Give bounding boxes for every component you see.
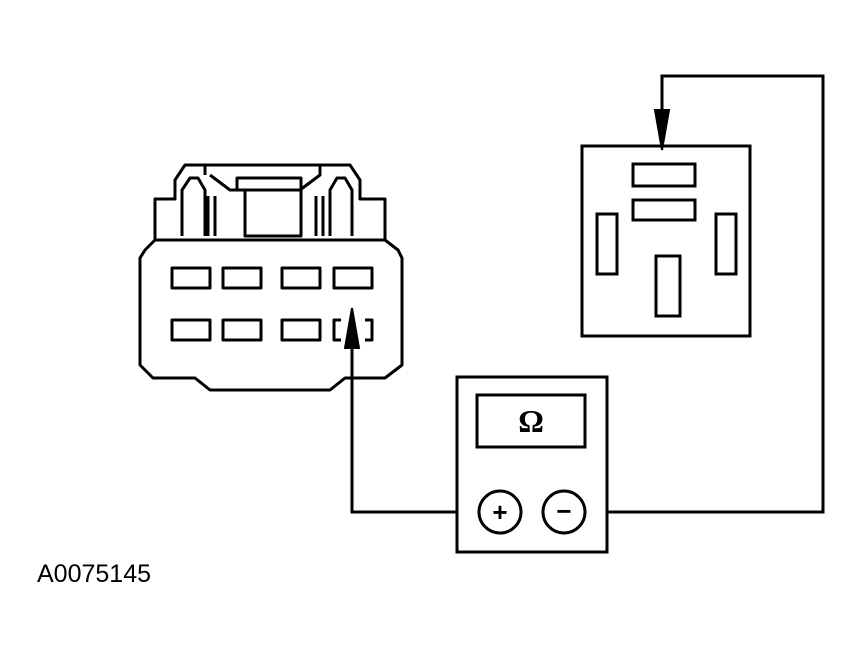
- connector-body: [138, 163, 404, 392]
- pin-cavity: [221, 266, 263, 290]
- pin-cavity: [170, 266, 212, 290]
- center-latch-tab: [235, 176, 303, 192]
- socket-terminal-upper: [631, 198, 697, 222]
- socket-terminal-bottom: [654, 254, 682, 318]
- meter-display: [475, 393, 587, 449]
- pin-cavity: [221, 318, 263, 342]
- harness-connector: [138, 163, 404, 392]
- left-latch: [180, 176, 207, 236]
- socket-terminal-top: [631, 162, 697, 188]
- ohmmeter: Ω + −: [455, 375, 609, 554]
- relay-socket: [580, 144, 752, 338]
- pin-cavity: [332, 266, 374, 290]
- center-latch-body: [243, 188, 303, 238]
- negative-terminal-label: −: [556, 496, 571, 526]
- pin-cavity-probed: [332, 318, 374, 342]
- pin-cavity: [170, 318, 212, 342]
- pin-cavity: [280, 266, 322, 290]
- left-latch-gap: [206, 196, 217, 236]
- negative-lead-wire: [586, 74, 825, 514]
- positive-terminal-label: +: [492, 497, 507, 527]
- positive-probe-tip: [343, 307, 361, 349]
- pin-cavity: [280, 318, 322, 342]
- positive-terminal: [477, 489, 523, 535]
- negative-terminal: [541, 489, 587, 535]
- right-latch-gap: [314, 196, 325, 236]
- socket-terminal-right: [714, 212, 738, 276]
- test-leads: [350, 74, 825, 514]
- ohm-symbol: Ω: [518, 403, 544, 439]
- figure-reference-id: A0075145: [37, 560, 152, 588]
- socket-terminal-left: [595, 212, 619, 276]
- positive-lead-wire: [350, 330, 478, 514]
- right-latch: [328, 176, 354, 236]
- negative-probe-tip: [653, 109, 671, 151]
- socket-body: [580, 144, 752, 338]
